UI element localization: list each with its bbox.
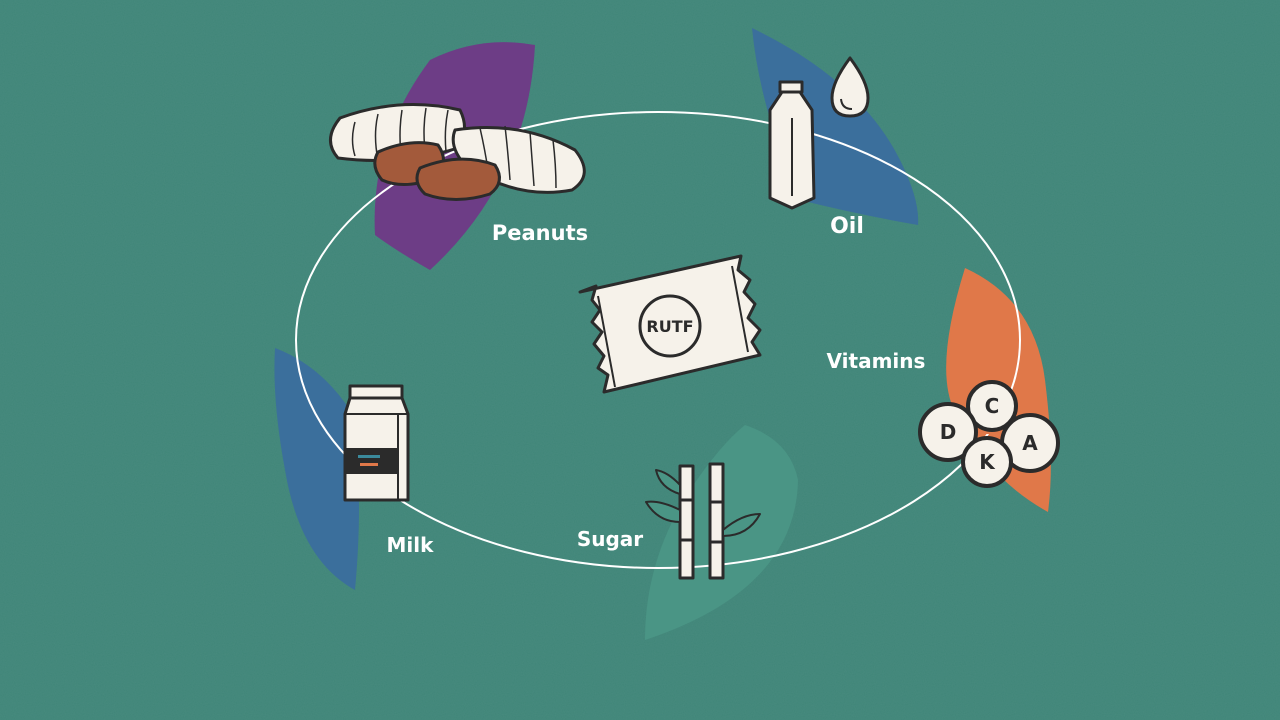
vitamin-a-letter: A <box>1022 431 1038 455</box>
rutf-packet-icon <box>578 254 762 394</box>
cycle-ellipse <box>295 111 1021 569</box>
sugar-label: Sugar <box>577 527 643 551</box>
vitamins-label: Vitamins <box>827 349 926 373</box>
vitamin-c-letter: C <box>985 394 1000 418</box>
peanuts-accent-shape <box>374 42 535 271</box>
vitamin-k-circle <box>961 436 1013 488</box>
peanuts-icon <box>329 103 586 201</box>
rutf-badge <box>638 294 702 358</box>
oil-label: Oil <box>830 214 864 239</box>
sugar-cane-icon <box>645 462 761 580</box>
vitamin-d-letter: D <box>940 420 957 444</box>
vitamins-icon <box>918 380 1060 488</box>
rutf-label: RUTF <box>646 317 693 336</box>
peanuts-label: Peanuts <box>492 221 588 245</box>
vitamin-d-circle <box>918 402 978 462</box>
vitamin-k-letter: K <box>979 450 996 474</box>
milk-label: Milk <box>387 533 435 557</box>
oil-icon <box>768 56 870 210</box>
milk-accent-shape <box>274 348 359 590</box>
milk-carton-icon <box>343 384 410 502</box>
vitamin-c-circle <box>966 380 1018 432</box>
